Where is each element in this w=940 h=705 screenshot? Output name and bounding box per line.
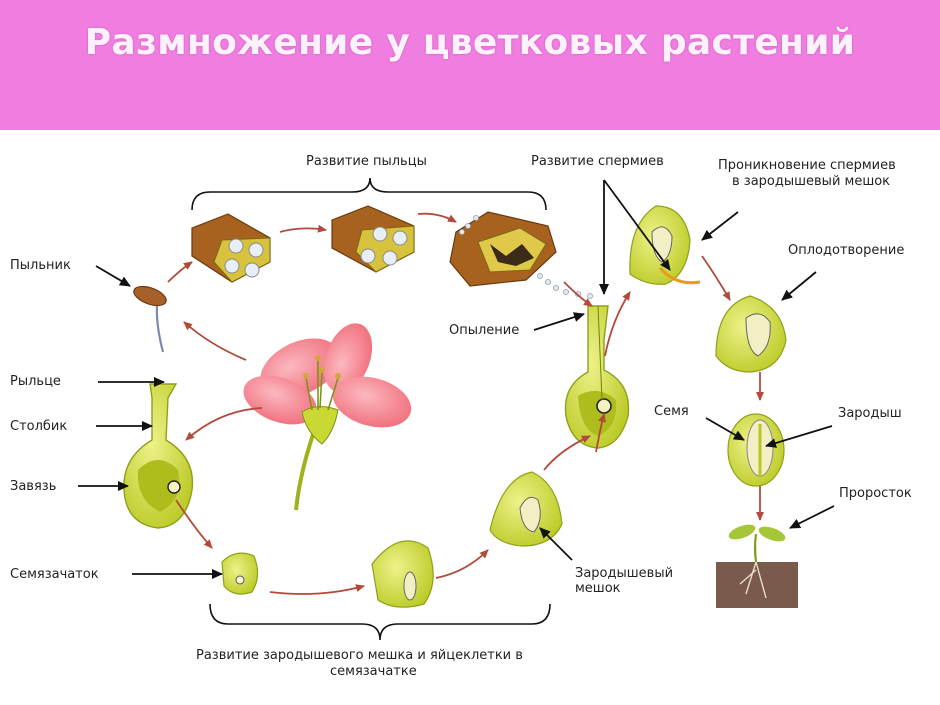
label-embryo-sac-1: Зародышевый (575, 566, 674, 581)
label-sperm-development: Развитие спермиев (531, 154, 664, 169)
arrow-embryo-sac (539, 527, 573, 561)
label-pollination: Опыление (449, 323, 520, 338)
label-bottom-caption-2: семязачатке (330, 664, 417, 679)
arrow-sperm-2 (603, 179, 671, 271)
anther-cross-section-1 (191, 213, 271, 283)
seed-stage (727, 413, 785, 487)
label-anther: Пыльник (10, 258, 71, 273)
flower (243, 323, 412, 511)
arrow-sprout (789, 505, 835, 529)
label-stigma: Рыльце (10, 374, 61, 389)
label-seed: Семя (654, 404, 689, 419)
arrow-penetration (701, 211, 739, 241)
label-style: Столбик (10, 419, 68, 434)
label-bottom-caption-1: Развитие зародышевого мешка и яйцеклетки… (196, 648, 523, 663)
arrow-embryo (765, 425, 833, 448)
ovule-1 (221, 552, 259, 595)
arrow-anther (95, 265, 131, 287)
anther-cross-section-2 (331, 205, 415, 273)
label-sperm-penetration-2: в зародышевый мешок (732, 174, 891, 189)
label-ovary: Завязь (10, 479, 57, 494)
pistil-right (564, 305, 630, 449)
embryo-sac-dev-bracket (209, 603, 551, 641)
anther-cross-section-open (449, 211, 593, 299)
anther-small (133, 285, 167, 353)
arrow-pollination (533, 312, 585, 331)
label-sprout: Проросток (839, 486, 912, 501)
label-sperm-penetration-1: Проникновение спермиев (718, 158, 896, 173)
ovule-2 (371, 540, 434, 608)
sperm-penetration-stage (629, 205, 701, 285)
label-pollen-development: Развитие пыльцы (306, 154, 427, 169)
fertilization-stage (715, 295, 787, 373)
label-embryo-sac-2: мешок (575, 581, 621, 596)
seedling-stage (716, 524, 798, 608)
pistil-left (123, 383, 194, 529)
pollen-dev-bracket (191, 177, 547, 211)
ovule-3 (489, 471, 563, 547)
label-embryo: Зародыш (838, 406, 902, 421)
arrow-seed (705, 417, 745, 441)
label-fertilization: Оплодотворение (788, 243, 905, 258)
page-title: Размножение у цветковых растений (84, 22, 856, 63)
label-ovule: Семязачаток (10, 567, 99, 582)
arrow-fertilization (781, 271, 817, 301)
title-banner: Размножение у цветковых растений (0, 0, 940, 130)
